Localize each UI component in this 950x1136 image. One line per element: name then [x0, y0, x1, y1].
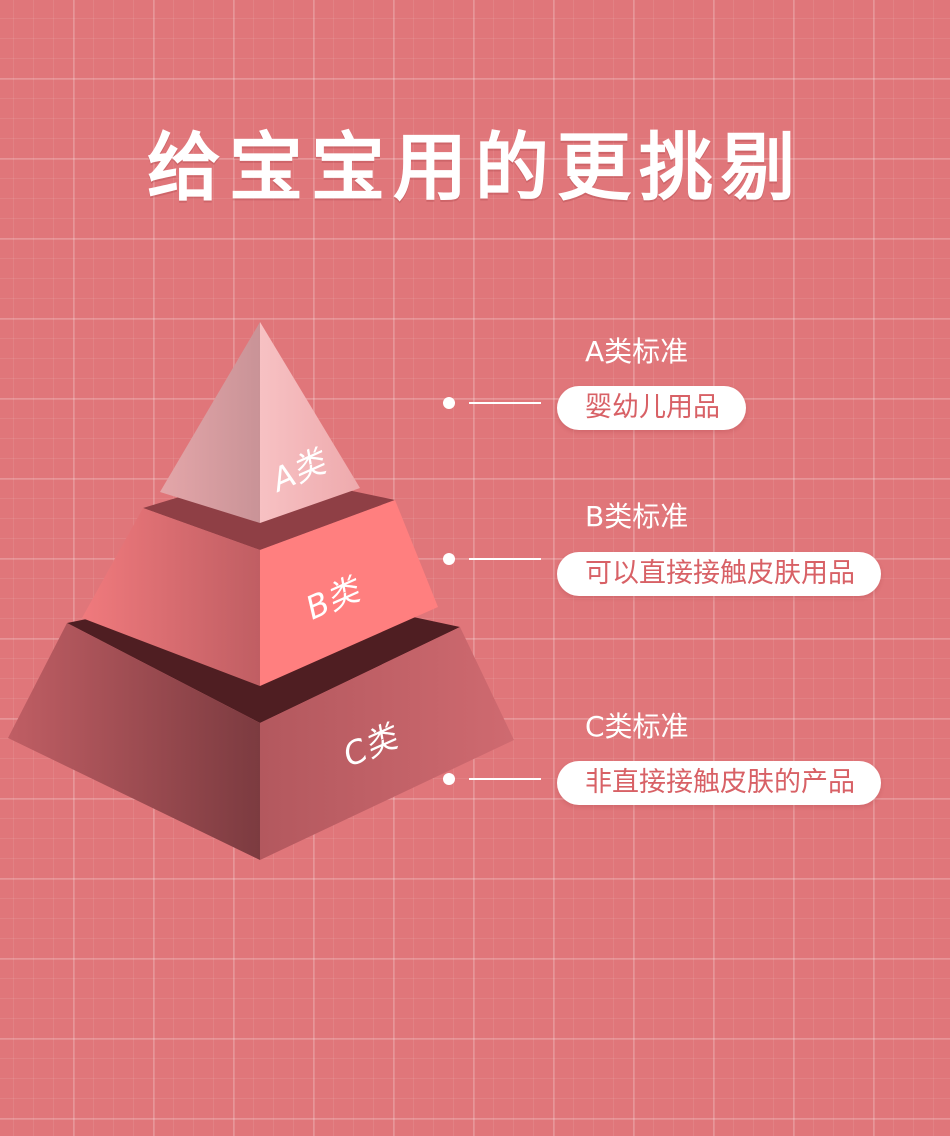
tier-b-left-face — [82, 508, 260, 686]
standard-c-title: C类标准 — [585, 710, 689, 743]
standard-a-title: A类标准 — [585, 335, 689, 368]
tier-c-left-face — [8, 623, 260, 860]
connector-line — [469, 778, 541, 780]
page-title: 给宝宝用的更挑剔 — [147, 125, 803, 211]
connector-dot — [443, 773, 455, 785]
standard-c-connector — [443, 772, 543, 786]
tier-a: A类 — [160, 322, 360, 523]
standard-a-connector — [443, 396, 543, 410]
connector-line — [469, 402, 541, 404]
standard-b-desc-pill: 可以直接接触皮肤用品 — [557, 552, 881, 596]
pyramid-diagram: C类 B类 A类 — [8, 322, 514, 860]
connector-line — [469, 558, 541, 560]
standard-b-title: B类标准 — [585, 500, 689, 533]
tier-b-right-face — [260, 500, 438, 686]
tier-a-left-face — [160, 322, 260, 523]
tier-c-right-face — [260, 627, 514, 860]
standard-c-desc-pill: 非直接接触皮肤的产品 — [557, 761, 881, 805]
standard-b-connector — [443, 552, 543, 566]
standard-a-desc-pill: 婴幼儿用品 — [557, 386, 746, 430]
connector-dot — [443, 397, 455, 409]
tier-a-right-face — [260, 322, 360, 523]
connector-dot — [443, 553, 455, 565]
